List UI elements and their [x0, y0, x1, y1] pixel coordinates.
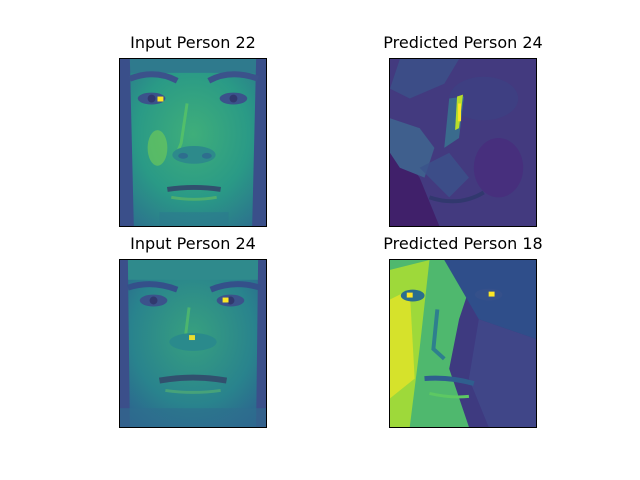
panel-title-input-2: Input Person 24	[130, 234, 256, 253]
panel-title-input-1: Input Person 22	[130, 33, 256, 52]
face-image-prediction-2	[389, 259, 537, 428]
face-image-input-1	[119, 58, 267, 227]
face-image-input-2	[119, 259, 267, 428]
panel-title-prediction-2: Predicted Person 18	[383, 234, 543, 253]
panel-title-prediction-1: Predicted Person 24	[383, 33, 543, 52]
face-image-prediction-1	[389, 58, 537, 227]
